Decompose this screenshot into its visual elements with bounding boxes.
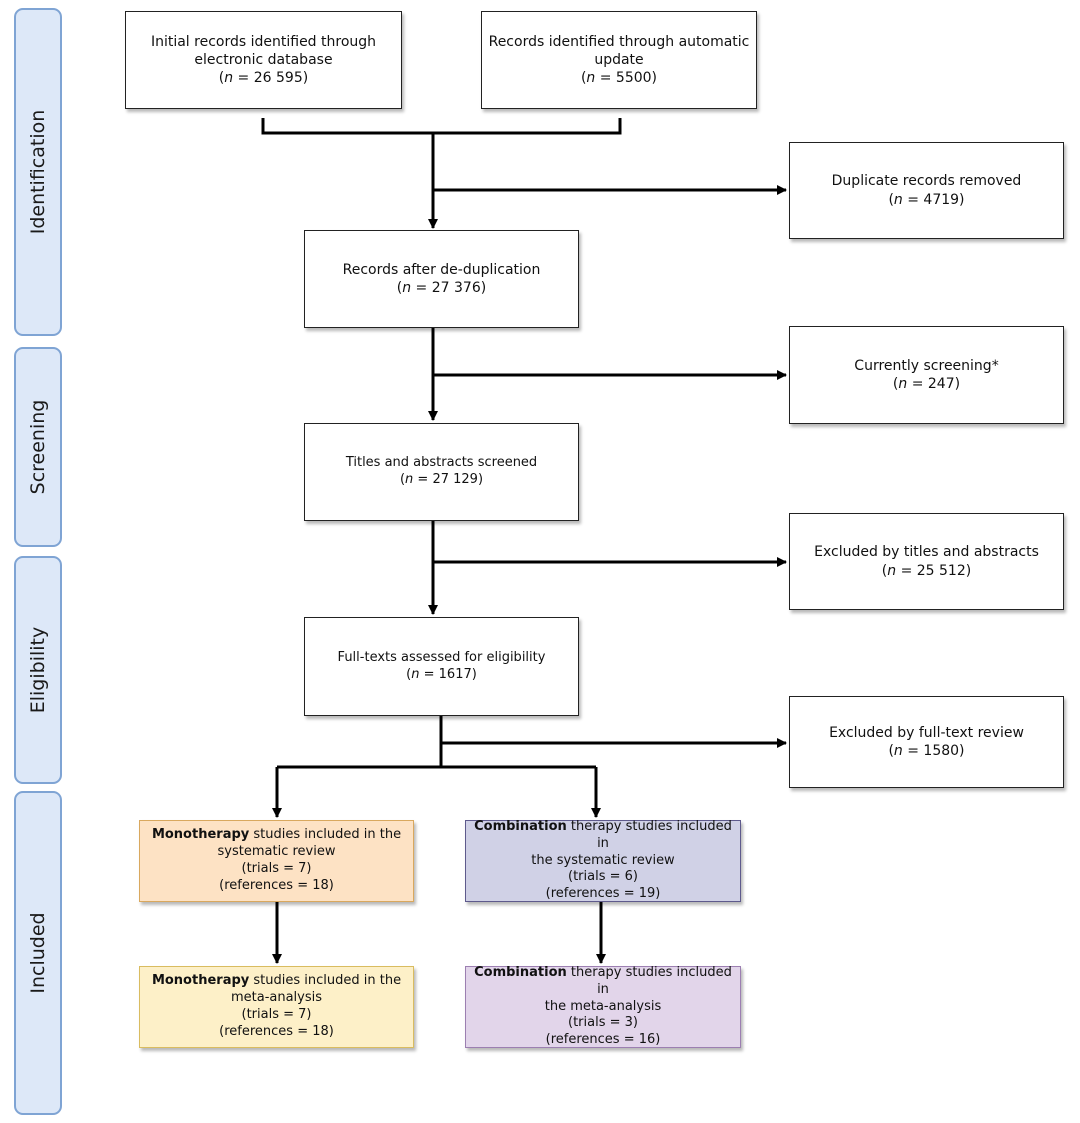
excluded-fulltext-value: = 1580) (902, 743, 965, 759)
excluded-titles-line1: Excluded by titles and abstracts (814, 544, 1039, 561)
combo-systematic-bold: Combination (474, 818, 567, 834)
mono-meta-trials: (trials = 7) (241, 1007, 312, 1022)
initial-records-line1: Initial records identified through (150, 33, 377, 50)
combo-meta-references: (references = 16) (545, 1032, 661, 1048)
box-mono-systematic: Monotherapy studies included in the syst… (139, 820, 414, 902)
initial-records-line2: electronic database (194, 51, 333, 68)
combo-meta-bold: Combination (474, 964, 567, 980)
initial-records-n: n (224, 70, 234, 87)
full-texts-n: n (411, 666, 420, 682)
merge-bracket (261, 118, 622, 135)
box-combo-meta: Combination therapy studies included in … (465, 965, 741, 1048)
after-deduplication-n: n (402, 280, 412, 296)
currently-screening-value: = 247) (907, 376, 961, 392)
mono-meta-bold: Monotherapy (151, 973, 250, 989)
combo-meta-line1: Combination therapy studies included in (472, 965, 734, 999)
box-after-deduplication: Records after de-duplication (n = 27 376… (304, 230, 579, 328)
combo-systematic-trials: (trials = 6) (568, 869, 638, 885)
excluded-titles-value: = 25 512) (896, 562, 972, 579)
box-currently-screening: Currently screening* (n = 247) (789, 326, 1064, 424)
phase-eligibility: Eligibility (14, 556, 62, 784)
after-deduplication-value: = 27 376) (411, 280, 487, 296)
combo-systematic-rest: therapy studies included in (566, 818, 732, 851)
mono-meta-references: (references = 18) (219, 1023, 334, 1039)
automatic-update-n: n (586, 70, 596, 87)
box-initial-records: Initial records identified through elect… (125, 11, 402, 109)
phase-included: Included (14, 791, 62, 1115)
titles-abstracts-line1: Titles and abstracts screened (345, 455, 538, 471)
currently-screening-n: n (898, 376, 908, 392)
duplicates-removed-value: = 4719) (902, 191, 965, 208)
phase-screening: Screening (14, 347, 62, 547)
mono-systematic-references: (references = 18) (219, 877, 334, 893)
excluded-titles-n: n (887, 562, 897, 579)
box-full-texts: Full-texts assessed for eligibility (n =… (304, 617, 579, 716)
after-deduplication-line1: Records after de-duplication (342, 261, 541, 278)
mono-systematic-trials: (trials = 7) (241, 861, 312, 876)
mono-meta-rest: studies included in the (249, 973, 402, 989)
automatic-update-line1: Records identified through automatic (488, 33, 750, 50)
automatic-update-line2: update (594, 51, 644, 68)
currently-screening-count: (n = 247) (892, 376, 961, 392)
phase-identification: Identification (14, 8, 62, 336)
box-excluded-fulltext: Excluded by full-text review (n = 1580) (789, 696, 1064, 788)
excluded-titles-count: (n = 25 512) (881, 562, 972, 579)
duplicates-removed-n: n (893, 191, 903, 208)
mono-meta-line1: Monotherapy studies included in the (152, 973, 401, 990)
combo-meta-line2: the meta-analysis (544, 998, 662, 1014)
combo-meta-trials: (trials = 3) (568, 1015, 638, 1031)
box-mono-meta: Monotherapy studies included in the meta… (139, 966, 414, 1048)
mono-systematic-line2: systematic review (217, 844, 336, 860)
currently-screening-line1: Currently screening* (854, 357, 999, 374)
combo-systematic-line1: Combination therapy studies included in (472, 819, 734, 853)
after-deduplication-count: (n = 27 376) (396, 280, 487, 296)
titles-abstracts-value: = 27 129) (413, 472, 484, 487)
mono-meta-line2: meta-analysis (230, 990, 323, 1006)
mono-systematic-line1: Monotherapy studies included in the (152, 827, 401, 844)
combo-systematic-line2: the systematic review (531, 852, 675, 868)
excluded-fulltext-n: n (893, 743, 903, 759)
mono-systematic-rest: studies included in the (249, 827, 402, 843)
automatic-update-count: (n = 5500) (580, 70, 658, 87)
initial-records-value: = 26 595) (233, 70, 309, 87)
full-texts-count: (n = 1617) (406, 666, 477, 682)
excluded-fulltext-line1: Excluded by full-text review (829, 724, 1024, 741)
titles-abstracts-count: (n = 27 129) (399, 472, 484, 487)
box-excluded-titles: Excluded by titles and abstracts (n = 25… (789, 513, 1064, 610)
combo-systematic-references: (references = 19) (545, 886, 661, 902)
duplicates-removed-line1: Duplicate records removed (831, 173, 1022, 190)
titles-abstracts-n: n (405, 472, 414, 487)
box-duplicates-removed: Duplicate records removed (n = 4719) (789, 142, 1064, 239)
initial-records-count: (n = 26 595) (218, 70, 309, 87)
excluded-fulltext-count: (n = 1580) (888, 743, 965, 759)
box-combo-systematic: Combination therapy studies included in … (465, 819, 741, 902)
box-titles-abstracts: Titles and abstracts screened (n = 27 12… (304, 423, 579, 521)
full-texts-value: = 1617) (419, 666, 477, 682)
automatic-update-value: = 5500) (595, 70, 658, 87)
combo-meta-rest: therapy studies included in (566, 964, 732, 997)
duplicates-removed-count: (n = 4719) (888, 191, 965, 208)
mono-systematic-bold: Monotherapy (151, 827, 250, 843)
full-texts-line1: Full-texts assessed for eligibility (337, 649, 546, 665)
box-automatic-update: Records identified through automatic upd… (481, 11, 757, 109)
